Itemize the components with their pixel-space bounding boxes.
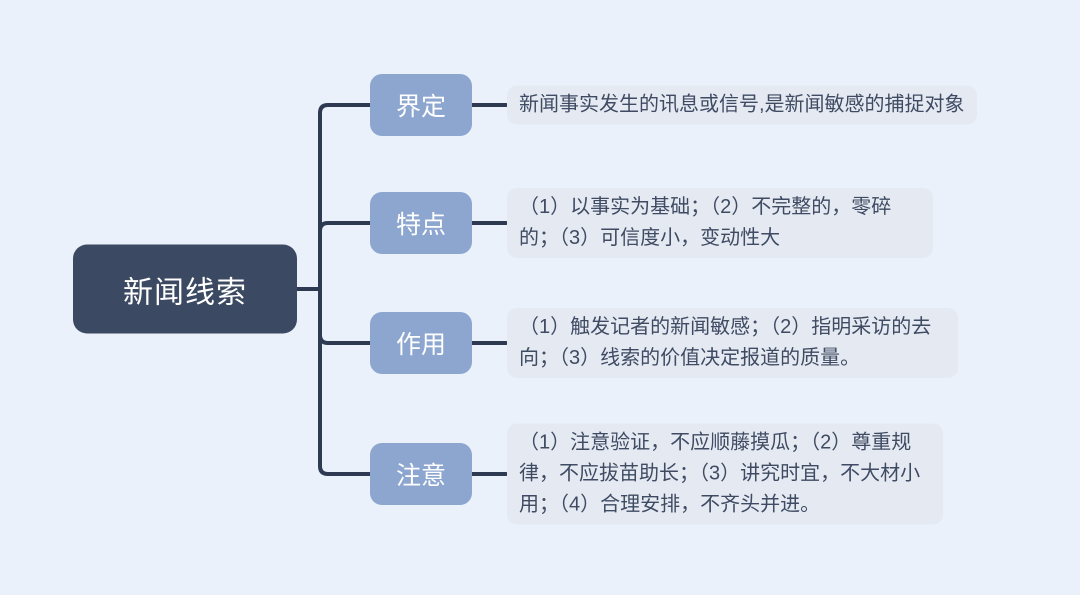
branch-node-zhuyi[interactable]: 注意 [370, 443, 472, 505]
root-node[interactable]: 新闻线索 [73, 244, 297, 334]
detail-node-zhuyi[interactable]: （1）注意验证，不应顺藤摸瓜；（2）尊重规律，不应拔苗助长；（3）讲究时宜，不大… [507, 423, 943, 525]
branch-node-tedian[interactable]: 特点 [370, 192, 472, 254]
connector-branch-2 [318, 287, 372, 345]
detail-node-zuoyong[interactable]: （1）触发记者的新闻敏感；（2）指明采访的去向；（3）线索的价值决定报道的质量。 [507, 308, 958, 378]
detail-node-tedian[interactable]: （1）以事实为基础；（2）不完整的，零碎的；（3）可信度小，变动性大 [507, 188, 933, 258]
connector-branch-0 [318, 103, 372, 291]
branch-node-jieding[interactable]: 界定 [370, 74, 472, 136]
branch-node-zuoyong[interactable]: 作用 [370, 312, 472, 374]
connector-branch-3 [318, 287, 372, 476]
detail-node-jieding[interactable]: 新闻事实发生的讯息或信号,是新闻敏感的捕捉对象 [507, 85, 977, 125]
connector-branch-1 [318, 221, 372, 291]
